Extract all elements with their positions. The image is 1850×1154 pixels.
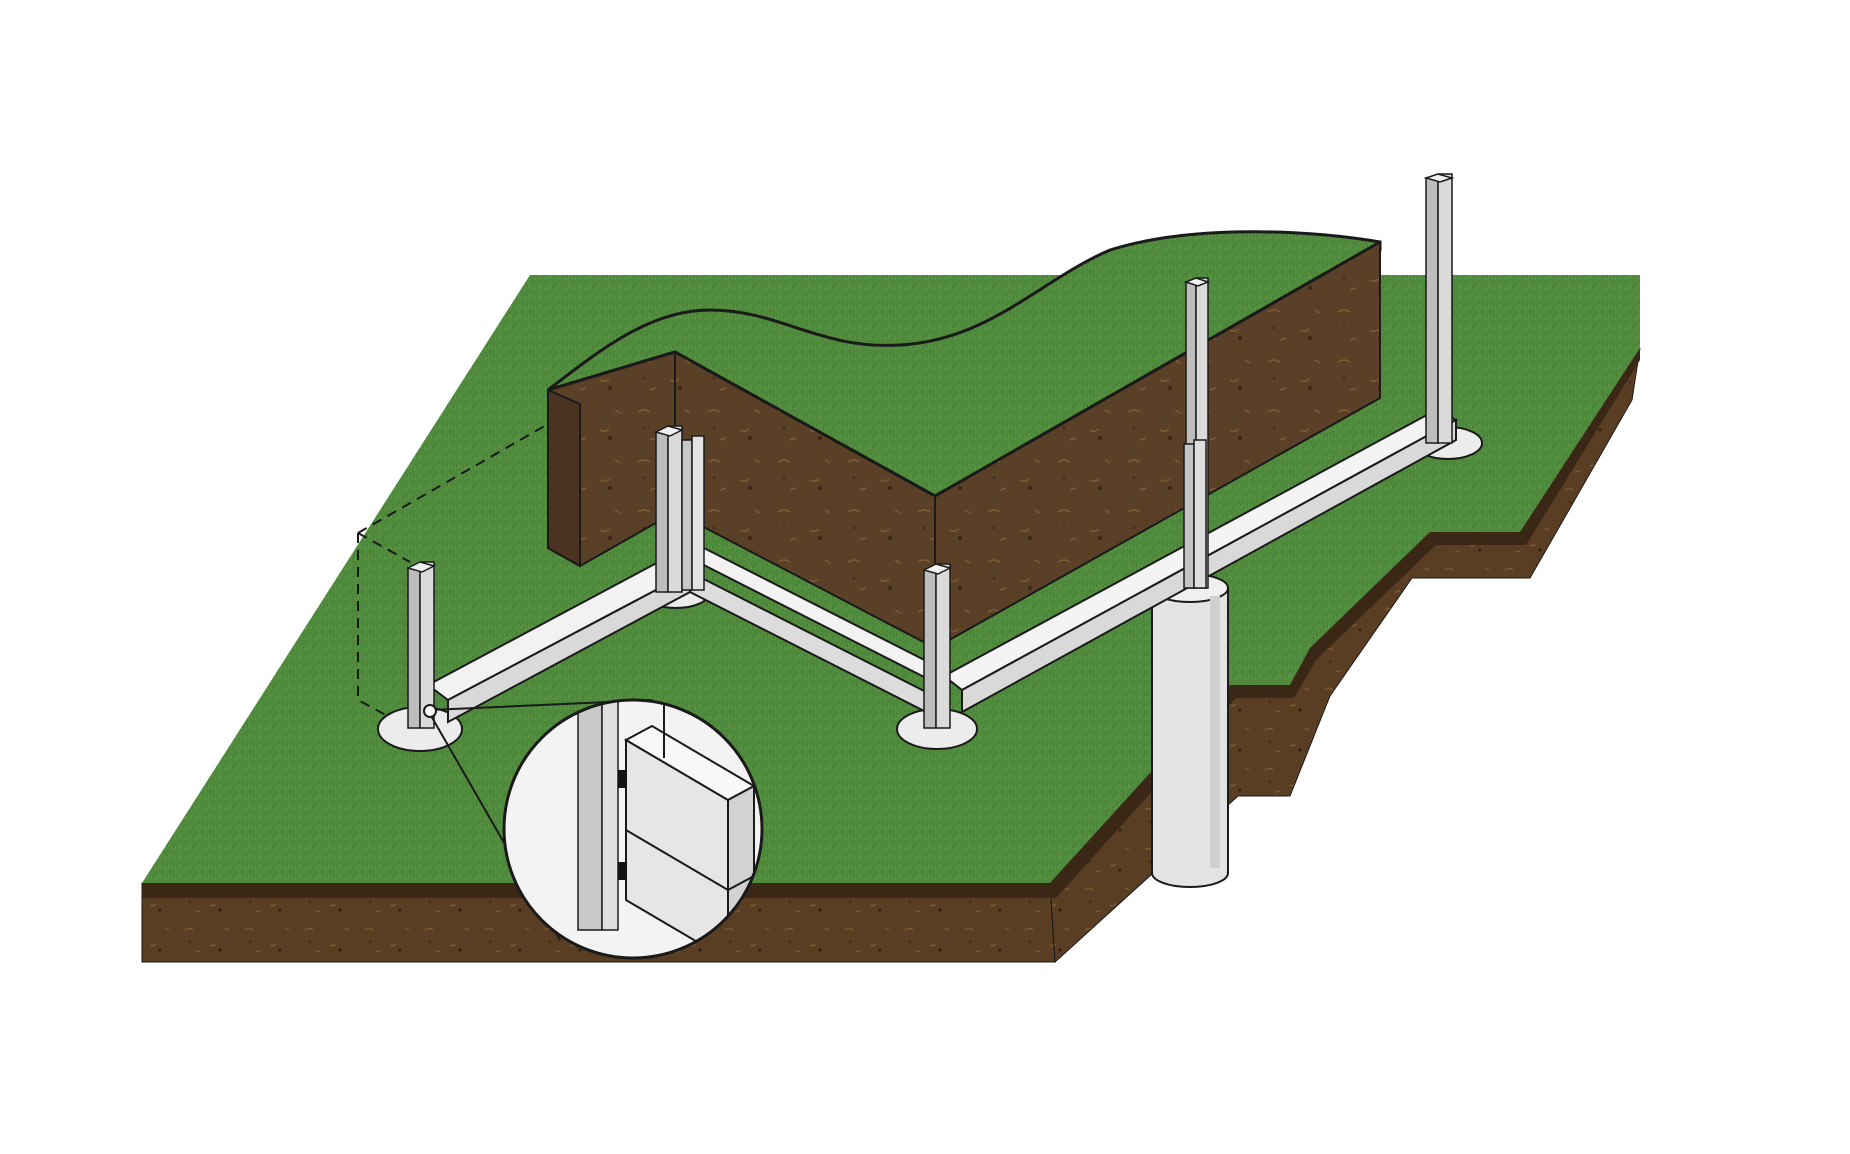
retaining-soil-wall <box>547 230 1382 650</box>
post-short-right <box>1183 439 1207 589</box>
post-left <box>405 561 437 729</box>
panel-run-right-face <box>961 418 1457 714</box>
post-center <box>653 425 685 593</box>
post-middle <box>921 563 953 729</box>
wall-top-edge <box>547 240 1381 498</box>
ground-edge-shadow <box>142 348 1640 898</box>
callout-anchor <box>423 704 437 718</box>
post-tall-b <box>1423 173 1455 444</box>
panel-clip-upper <box>618 770 627 788</box>
pier-column <box>1151 573 1229 888</box>
panel-clip-lower <box>618 862 627 880</box>
steel-posts <box>405 173 1455 729</box>
post-center-rear <box>681 435 705 591</box>
wall-left-end <box>547 388 581 568</box>
detail-callout <box>423 698 764 960</box>
wall-top-grass <box>547 230 1382 498</box>
